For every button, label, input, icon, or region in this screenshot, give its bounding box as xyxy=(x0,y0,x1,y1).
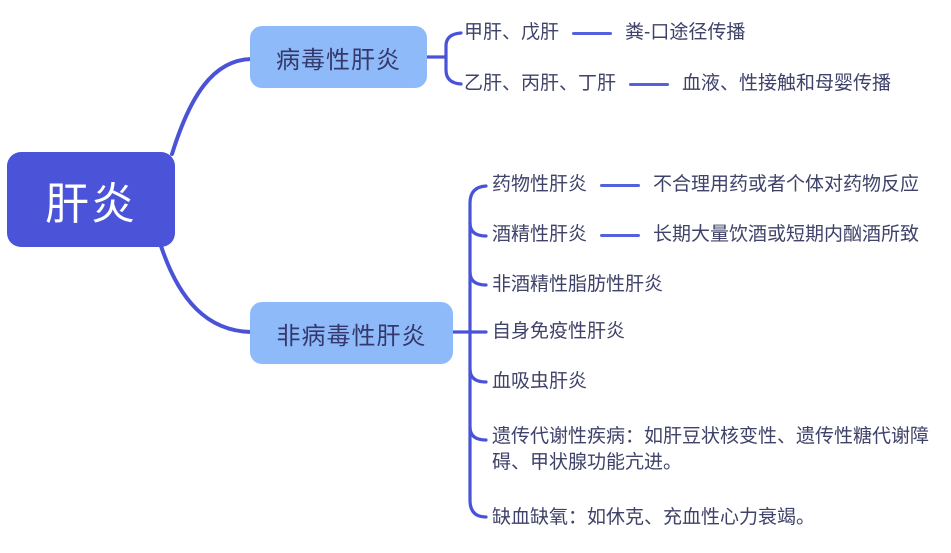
leaf-hereditary-metabolic: 遗传代谢性疾病：如肝豆状核变性、遗传性糖代谢障碍、甲状腺功能亢进。 xyxy=(492,424,950,476)
root-node-label: 肝炎 xyxy=(45,179,137,229)
leaf-desc: 血液、性接触和母婴传播 xyxy=(682,73,892,94)
leaf-hep-b-c-d: 乙肝、丙肝、丁肝 血液、性接触和母婴传播 xyxy=(464,71,891,97)
leaf-title: 缺血缺氧：如休克、充血性心力衰竭。 xyxy=(492,507,816,528)
leaf-hep-a-e: 甲肝、戊肝 粪-口途径传播 xyxy=(464,20,745,46)
branch-node-label: 非病毒性肝炎 xyxy=(276,322,427,350)
leaf-drug-induced: 药物性肝炎 不合理用药或者个体对药物反应 xyxy=(492,172,919,198)
stub-leaf-hereditary-metabolic xyxy=(468,425,488,442)
connector-dash xyxy=(572,31,613,35)
leaf-schistosomiasis: 血吸虫肝炎 xyxy=(492,369,587,395)
leaf-desc: 粪-口途径传播 xyxy=(625,22,746,43)
connector-dash xyxy=(629,82,670,86)
stub-leaf-schistosomiasis xyxy=(468,367,488,384)
branch-node-nonviral-hepatitis: 非病毒性肝炎 xyxy=(250,302,453,364)
leaf-title: 乙肝、丙肝、丁肝 xyxy=(464,73,617,94)
stub-leaf-nonalcoholic-fatty xyxy=(468,270,488,287)
leaf-title: 遗传代谢性疾病：如肝豆状核变性、遗传性糖代谢障碍、甲状腺功能亢进。 xyxy=(492,426,930,473)
root-node-hepatitis: 肝炎 xyxy=(7,152,175,247)
leaf-autoimmune: 自身免疫性肝炎 xyxy=(492,319,625,345)
leaf-title: 自身免疫性肝炎 xyxy=(492,321,626,342)
leaf-title: 血吸虫肝炎 xyxy=(492,371,588,392)
leaf-title: 药物性肝炎 xyxy=(492,174,588,195)
stub-leaf-alcoholic xyxy=(468,221,488,238)
leaf-alcoholic: 酒精性肝炎 长期大量饮酒或短期内酗酒所致 xyxy=(492,222,919,248)
leaf-title: 酒精性肝炎 xyxy=(492,224,588,245)
leaf-desc: 不合理用药或者个体对药物反应 xyxy=(653,174,920,195)
connector-dash xyxy=(600,233,641,237)
leaf-title: 甲肝、戊肝 xyxy=(464,22,560,43)
edge-root-to-viral xyxy=(170,57,253,156)
leaf-title: 非酒精性脂肪性肝炎 xyxy=(492,274,664,295)
leaf-desc: 长期大量饮酒或短期内酗酒所致 xyxy=(653,224,920,245)
edge-root-to-nonviral xyxy=(159,244,253,334)
branch-node-label: 病毒性肝炎 xyxy=(276,46,401,74)
bracket-nonviral-spine xyxy=(468,184,488,519)
leaf-ischemia-hypoxia: 缺血缺氧：如休克、充血性心力衰竭。 xyxy=(492,505,815,531)
bracket-viral xyxy=(444,31,463,86)
leaf-nonalcoholic-fatty: 非酒精性脂肪性肝炎 xyxy=(492,272,663,298)
branch-node-viral-hepatitis: 病毒性肝炎 xyxy=(250,26,427,88)
connector-dash xyxy=(600,183,641,187)
